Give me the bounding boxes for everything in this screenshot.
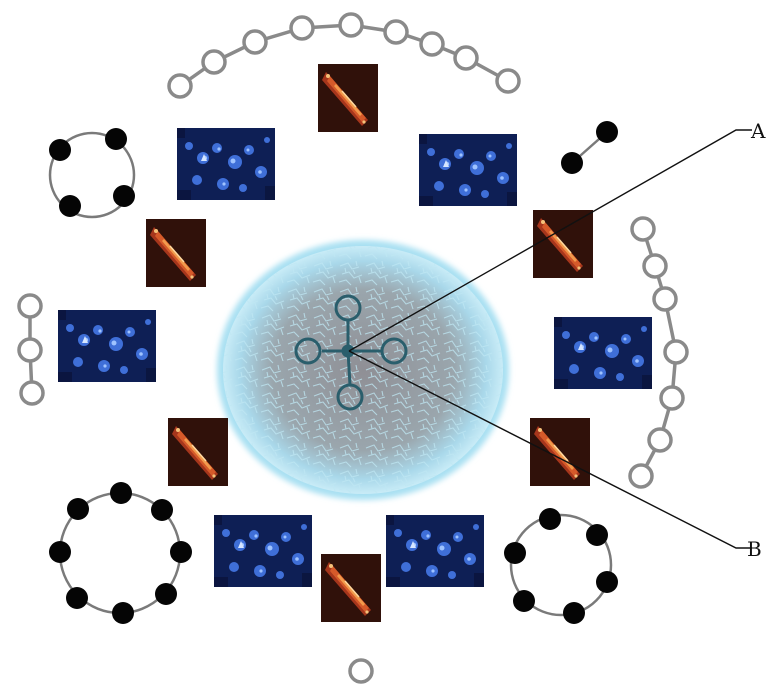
orange-streak-tile-icon	[533, 210, 593, 278]
callout-label-b: B	[747, 537, 762, 561]
blue-speckle-tile-icon	[554, 317, 652, 389]
left-hollow-node-chain	[19, 295, 43, 404]
blue-speckle-tile-icon	[386, 515, 484, 587]
bottom-hollow-node	[350, 660, 372, 682]
orange-streak-tile-icon	[530, 418, 590, 486]
blue-speckle-tile-icon	[177, 128, 275, 200]
orange-streak-tile-icon	[146, 219, 206, 287]
orange-streak-tile-icon	[318, 64, 378, 132]
callout-label-a: A	[750, 119, 766, 143]
central-cell	[217, 240, 509, 500]
blue-speckle-tile-icon	[214, 515, 312, 587]
blue-speckle-tile-icon	[58, 310, 156, 382]
blue-speckle-tile-icon	[419, 134, 517, 206]
orange-streak-tile-icon	[321, 554, 381, 622]
orange-streak-tile-icon	[168, 418, 228, 486]
